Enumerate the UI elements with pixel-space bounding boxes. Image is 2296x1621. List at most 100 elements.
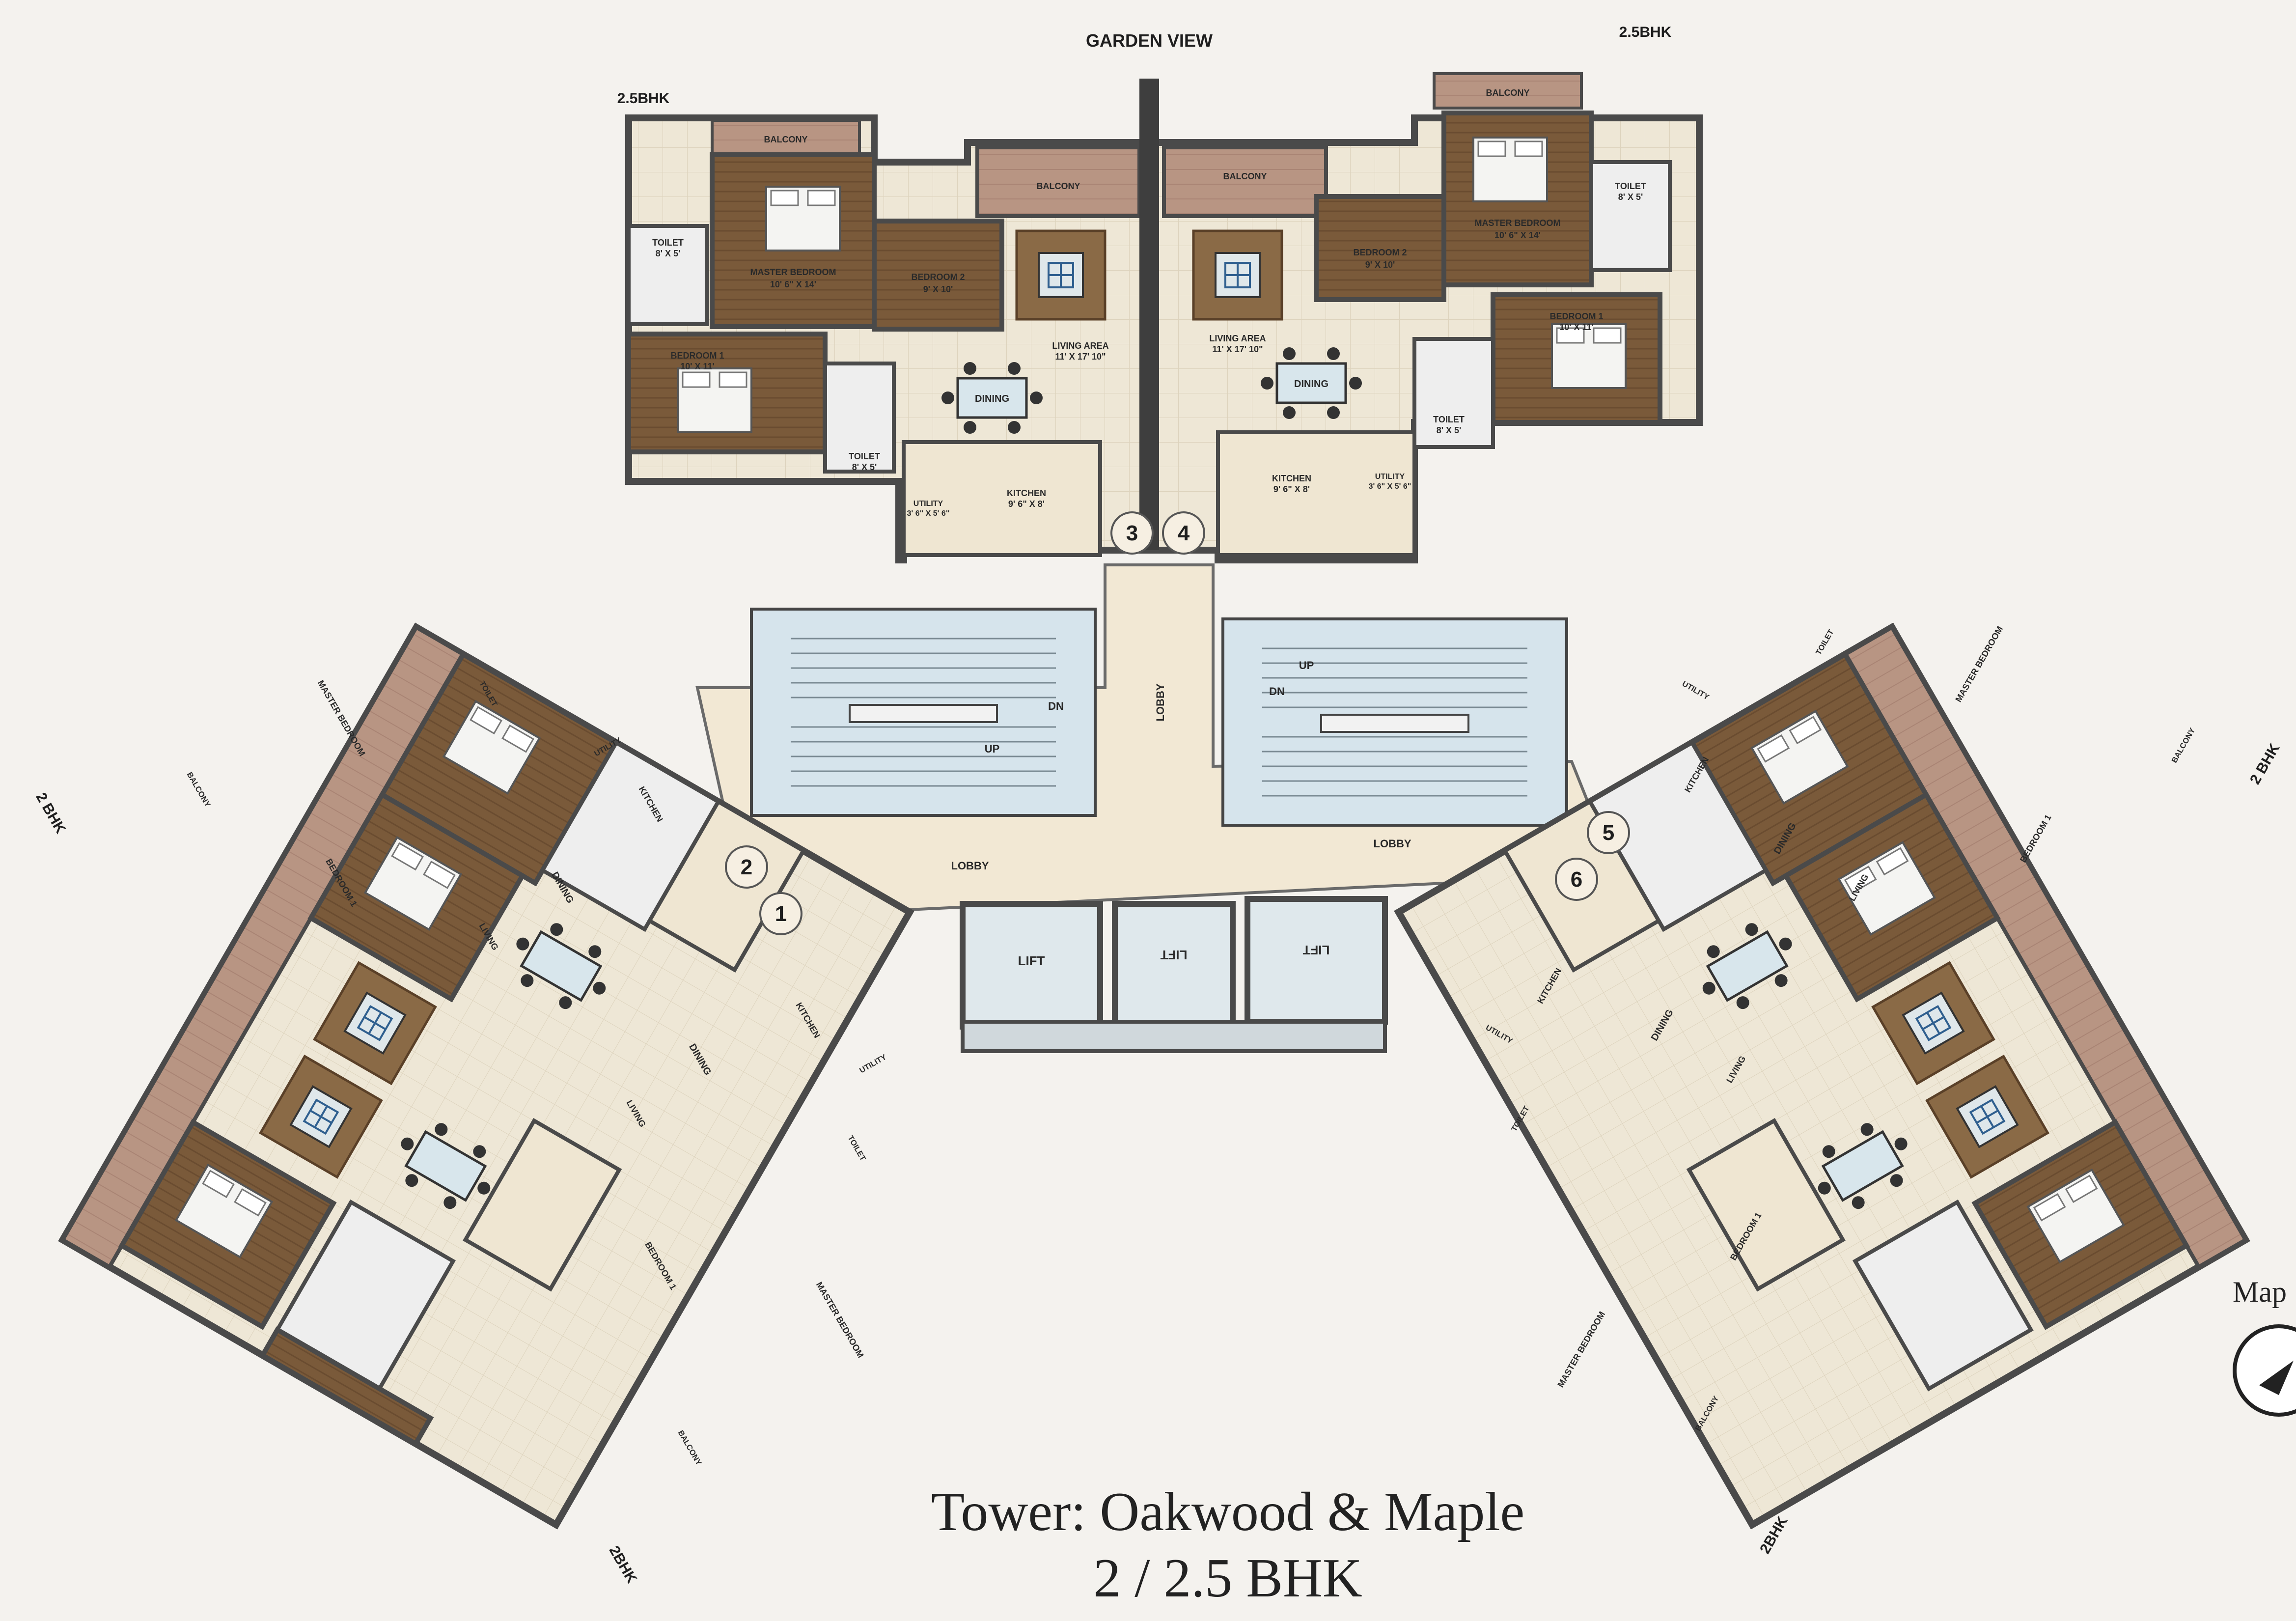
stair-dn-label-right: DN xyxy=(1269,685,1285,698)
dining-label-tl: DINING xyxy=(975,393,1009,404)
svg-text:1: 1 xyxy=(775,902,787,926)
dining-label-tr: DINING xyxy=(1294,379,1328,390)
lift-1-label: LIFT xyxy=(1018,953,1045,968)
svg-text:3: 3 xyxy=(1126,521,1138,545)
balcony-top-right xyxy=(1433,72,1583,110)
bedroom-2-top-right xyxy=(1314,194,1446,302)
compass-label: Map xyxy=(2233,1276,2287,1308)
page-title: Tower: Oakwood & Maple xyxy=(931,1481,1524,1542)
bedroom-2-size-tr: 9' X 10' xyxy=(1365,260,1395,270)
left-wing xyxy=(58,622,914,1530)
lift-2 xyxy=(1112,901,1236,1030)
bedroom-1-size-tr: 10' X 11' xyxy=(1559,322,1594,332)
toilet-size-tr: 8' X 5' xyxy=(1618,192,1643,202)
balcony-label-flat-1: BALCONY xyxy=(676,1429,703,1467)
toilet-label-tr: TOILET xyxy=(1615,181,1646,191)
toilet-top-right xyxy=(1589,160,1672,272)
master-bedroom-flat-1 xyxy=(259,1326,434,1447)
master-bedroom-size-tr: 10' 6" X 14' xyxy=(1494,230,1541,240)
balcony-label-tc-right: BALCONY xyxy=(1223,171,1267,181)
garden-view-label: GARDEN VIEW xyxy=(1086,30,1213,51)
kitchen-size-3: 9' 6" X 8' xyxy=(1008,499,1045,509)
kitchen-label-3: KITCHEN xyxy=(1007,488,1046,498)
lift-3 xyxy=(1245,896,1388,1025)
unit-label-top-left: 2.5BHK xyxy=(617,90,670,107)
bedroom-2-label-tr: BEDROOM 2 xyxy=(1353,248,1407,257)
stair-dn-label-left: DN xyxy=(1048,700,1064,712)
balcony-label-tr: BALCONY xyxy=(1486,88,1530,98)
utility-label-flat-5: UTILITY xyxy=(1681,680,1711,702)
utility-size-3: 3' 6" X 5' 6" xyxy=(907,509,950,518)
utility-size-4: 3' 6" X 5' 6" xyxy=(1369,482,1411,491)
lobby-label-vertical: LOBBY xyxy=(1154,683,1166,721)
flat-number-2: 2 xyxy=(725,845,768,889)
living-area-label-right: LIVING AREA xyxy=(1209,334,1266,343)
master-bedroom-label-flat-2: MASTER BEDROOM xyxy=(316,678,367,758)
staircase-right xyxy=(1223,619,1567,825)
top-wing xyxy=(625,72,1703,563)
flat-number-6: 6 xyxy=(1555,858,1598,901)
bedroom-1-label-tr: BEDROOM 1 xyxy=(1549,311,1603,321)
svg-text:4: 4 xyxy=(1178,521,1190,545)
page-subtitle: 2 / 2.5 BHK xyxy=(1093,1548,1362,1609)
svg-text:6: 6 xyxy=(1571,867,1582,892)
living-area-label-left: LIVING AREA xyxy=(1052,341,1108,351)
stair-up-label-right: UP xyxy=(1299,659,1314,671)
balcony-top-center-right xyxy=(1162,145,1328,218)
toilet-size-tl-2: 8' X 5' xyxy=(852,462,877,472)
unit-label-top-right: 2.5BHK xyxy=(1619,24,1672,40)
balcony-label-flat-5: BALCONY xyxy=(2170,727,2197,764)
flat-number-4: 4 xyxy=(1162,511,1205,555)
toilet-size-tr-2: 8' X 5' xyxy=(1437,425,1462,435)
master-bedroom-label-flat-5: MASTER BEDROOM xyxy=(1953,624,2005,704)
toilet-label-tl-2: TOILET xyxy=(849,451,880,461)
lobby-label-left: LOBBY xyxy=(951,860,989,872)
master-bedroom-label-flat-1: MASTER BEDROOM xyxy=(814,1280,866,1360)
utility-label-flat-1: UTILITY xyxy=(858,1053,888,1075)
bedroom-2-top-left xyxy=(872,219,1004,332)
lift-3-label: LIFT xyxy=(1302,943,1329,957)
stair-up-label-left: UP xyxy=(985,743,1000,755)
bedroom-1-size-tl: 10' X 11' xyxy=(680,362,715,371)
toilet-label-flat-1: TOILET xyxy=(846,1134,867,1163)
kitchen-label-4: KITCHEN xyxy=(1272,474,1311,483)
bedroom-1-label-flat-5: BEDROOM 1 xyxy=(2018,813,2053,864)
master-bedroom-label-flat-6: MASTER BEDROOM xyxy=(1555,1310,1607,1389)
flat-number-3: 3 xyxy=(1110,511,1154,555)
master-bedroom-size-tl: 10' 6" X 14' xyxy=(770,279,816,289)
balcony-label-flat-2: BALCONY xyxy=(185,771,212,809)
toilet-label-tr-2: TOILET xyxy=(1433,415,1465,424)
kitchen-flat-4 xyxy=(1216,430,1416,557)
toilet-label-tl: TOILET xyxy=(652,238,684,248)
toilet-label-flat-5: TOILET xyxy=(1815,628,1836,657)
unit-label-right: 2 BHK xyxy=(2247,741,2283,787)
flat-number-5: 5 xyxy=(1587,811,1630,854)
master-bedroom-label-tl: MASTER BEDROOM xyxy=(750,267,836,277)
svg-text:2: 2 xyxy=(741,855,752,879)
bedroom-2-label-tl: BEDROOM 2 xyxy=(911,272,965,282)
kitchen-flat-3 xyxy=(902,440,1102,557)
balcony-label-tc-left: BALCONY xyxy=(1037,181,1080,191)
core xyxy=(695,563,1603,1053)
svg-text:5: 5 xyxy=(1603,821,1614,845)
living-area-size-left: 11' X 17' 10" xyxy=(1055,352,1106,362)
toilet-top-left-2 xyxy=(823,362,896,474)
kitchen-size-4: 9' 6" X 8' xyxy=(1273,484,1310,494)
living-area-size-right: 11' X 17' 10" xyxy=(1212,344,1263,354)
bedroom-2-size-tl: 9' X 10' xyxy=(923,284,953,294)
unit-label-left: 2 BHK xyxy=(32,790,69,837)
balcony-label-tl: BALCONY xyxy=(764,135,808,144)
bedroom-1-label-tl: BEDROOM 1 xyxy=(670,351,724,361)
staircase-left xyxy=(751,609,1095,815)
toilet-top-right-2 xyxy=(1412,337,1495,449)
utility-label-3: UTILITY xyxy=(913,500,943,508)
utility-label-4: UTILITY xyxy=(1375,473,1405,481)
balcony-top-center-left xyxy=(975,145,1141,218)
lift-2-label: LIFT xyxy=(1160,948,1187,962)
master-bedroom-label-tr: MASTER BEDROOM xyxy=(1475,218,1561,228)
compass-icon xyxy=(2233,1324,2296,1417)
toilet-top-left xyxy=(627,224,709,326)
flat-number-1: 1 xyxy=(759,892,802,935)
compass: Map xyxy=(2233,1276,2296,1417)
